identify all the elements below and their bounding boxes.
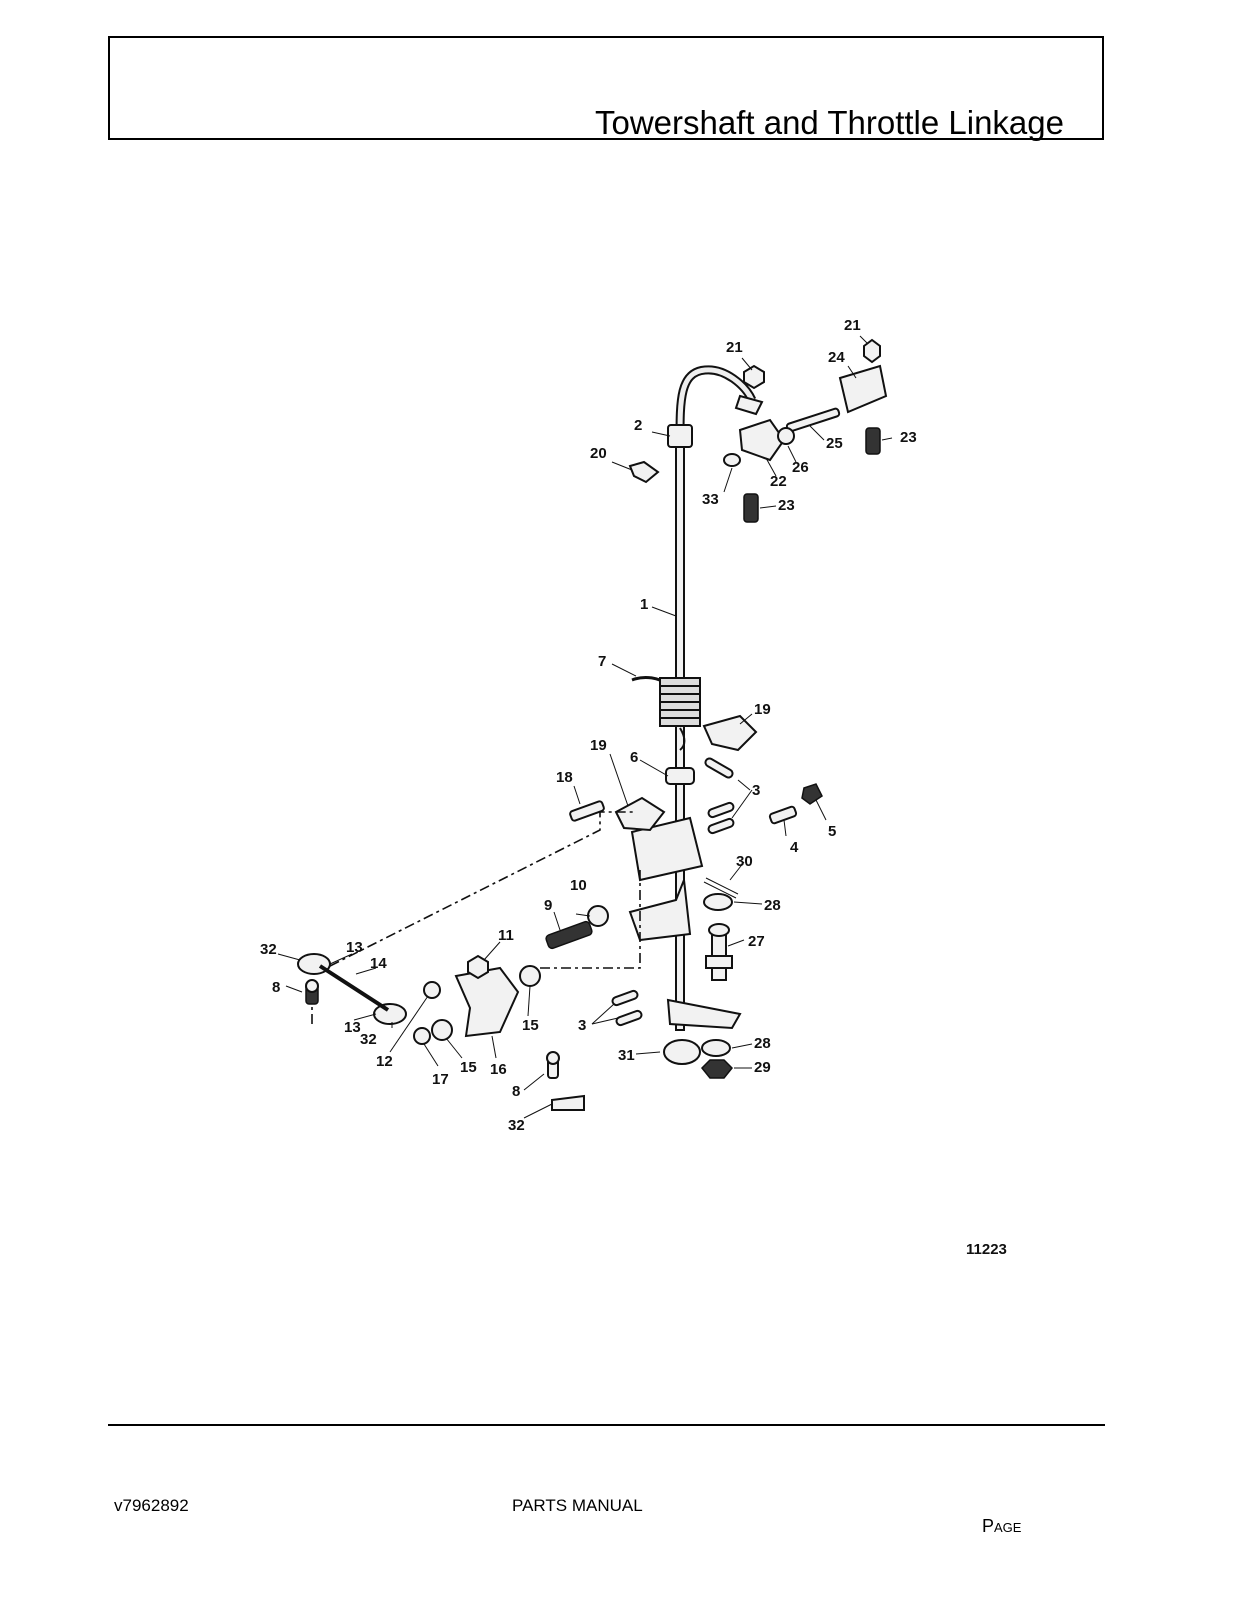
nut-part-21-left [743, 364, 765, 390]
link-end-part-32-lower [551, 1094, 585, 1111]
callout-25: 25 [826, 435, 843, 452]
washer-part-15-right [519, 965, 541, 987]
callout-13a: 13 [346, 939, 363, 956]
callout-16: 16 [490, 1061, 507, 1078]
washer-part-28-lower [701, 1039, 731, 1057]
callout-19a: 19 [754, 701, 771, 718]
callout-23b: 23 [778, 497, 795, 514]
ball-stud-part-8-lower [546, 1051, 560, 1079]
towershaft-bracket-upper [630, 816, 704, 882]
nut-part-17 [413, 1027, 431, 1045]
callout-15a: 15 [522, 1017, 539, 1034]
callout-18: 18 [556, 769, 573, 786]
callout-2: 2 [634, 417, 642, 434]
callout-20: 20 [590, 445, 607, 462]
washer-part-15-left [431, 1019, 453, 1041]
callout-17: 17 [432, 1071, 449, 1088]
link-rod-part-14 [318, 964, 390, 1012]
callout-21b: 21 [844, 317, 861, 334]
bracket-part-16 [454, 966, 520, 1038]
screw-part-18 [569, 800, 605, 822]
nut-part-11 [467, 954, 489, 980]
washer-part-33 [723, 453, 741, 467]
callout-8a: 8 [272, 979, 280, 996]
document-id: v7962892 [114, 1496, 189, 1515]
bushing-part-2 [667, 424, 693, 448]
nut-part-10 [587, 905, 609, 927]
callout-4: 4 [790, 839, 799, 856]
callout-9: 9 [544, 897, 552, 914]
callout-5: 5 [828, 823, 836, 840]
callout-6: 6 [630, 749, 638, 766]
nut-part-5 [801, 783, 823, 805]
stud-part-4 [768, 805, 798, 825]
callout-32c: 32 [508, 1117, 525, 1134]
callout-29: 29 [754, 1059, 771, 1076]
callout-14: 14 [370, 955, 387, 972]
callout-22: 22 [770, 473, 787, 490]
callout-32a: 32 [260, 941, 277, 958]
washer-part-26 [777, 427, 795, 445]
callout-24: 24 [828, 349, 845, 366]
nut-part-21-right [863, 338, 881, 364]
spacer-part-31 [663, 1039, 701, 1065]
manual-name: PARTS MANUAL [512, 1496, 643, 1515]
cotter-pin-part-30 [703, 877, 739, 899]
callout-12: 12 [376, 1053, 393, 1070]
fitting-part-12 [423, 981, 441, 999]
callout-15b: 15 [460, 1059, 477, 1076]
lever-lower [666, 998, 742, 1030]
washer-part-28-upper [703, 893, 733, 911]
clamp-part-19-right [702, 714, 758, 752]
callout-23a: 23 [900, 429, 917, 446]
clip-part-20 [628, 460, 660, 484]
assembly-line-2 [329, 811, 636, 967]
page-title: Towershaft and Throttle Linkage [594, 104, 1064, 141]
leader-lines [277, 335, 893, 1119]
block-part-24 [838, 364, 888, 414]
title-box: Towershaft and Throttle Linkage [108, 36, 1104, 141]
link-end-part-32-right [373, 1003, 407, 1025]
nut-part-29 [700, 1059, 734, 1079]
callout-10: 10 [570, 877, 587, 894]
connector-part-23-left [743, 493, 759, 523]
callout-3a: 3 [752, 782, 760, 799]
callout-28a: 28 [764, 897, 781, 914]
pins-part-3 [611, 757, 735, 1027]
callout-13b: 13 [344, 1019, 361, 1036]
collar-part-6 [665, 767, 695, 785]
callout-19b: 19 [590, 737, 607, 754]
callout-labels: 1 2 3 3 3 4 5 6 7 8 8 9 10 11 12 13 13 1… [260, 317, 1007, 1258]
callout-30: 30 [736, 853, 753, 870]
callout-31: 31 [618, 1047, 635, 1064]
towershaft-bracket-arm [628, 879, 692, 942]
connector-part-23-right [865, 427, 881, 455]
callout-27: 27 [748, 933, 765, 950]
callout-28b: 28 [754, 1035, 771, 1052]
callout-3b: 3 [578, 1017, 586, 1034]
callout-32b: 32 [360, 1031, 377, 1048]
block-part-22 [738, 418, 786, 462]
callout-11: 11 [498, 927, 514, 944]
assembly-line-3 [540, 870, 641, 969]
callout-1: 1 [640, 596, 648, 613]
callout-33: 33 [702, 491, 719, 508]
callout-7: 7 [598, 653, 606, 670]
figure-number: 11223 [966, 1241, 1007, 1258]
ball-stud-part-8-left [305, 979, 319, 1005]
footer-divider [108, 1424, 1105, 1426]
callout-21a: 21 [726, 339, 743, 356]
stud-part-27 [705, 923, 733, 981]
page-label: Page [982, 1516, 1022, 1536]
spring-part-7 [631, 675, 701, 751]
screw-part-9 [545, 920, 593, 950]
callout-26: 26 [792, 459, 809, 476]
callout-8b: 8 [512, 1083, 520, 1100]
